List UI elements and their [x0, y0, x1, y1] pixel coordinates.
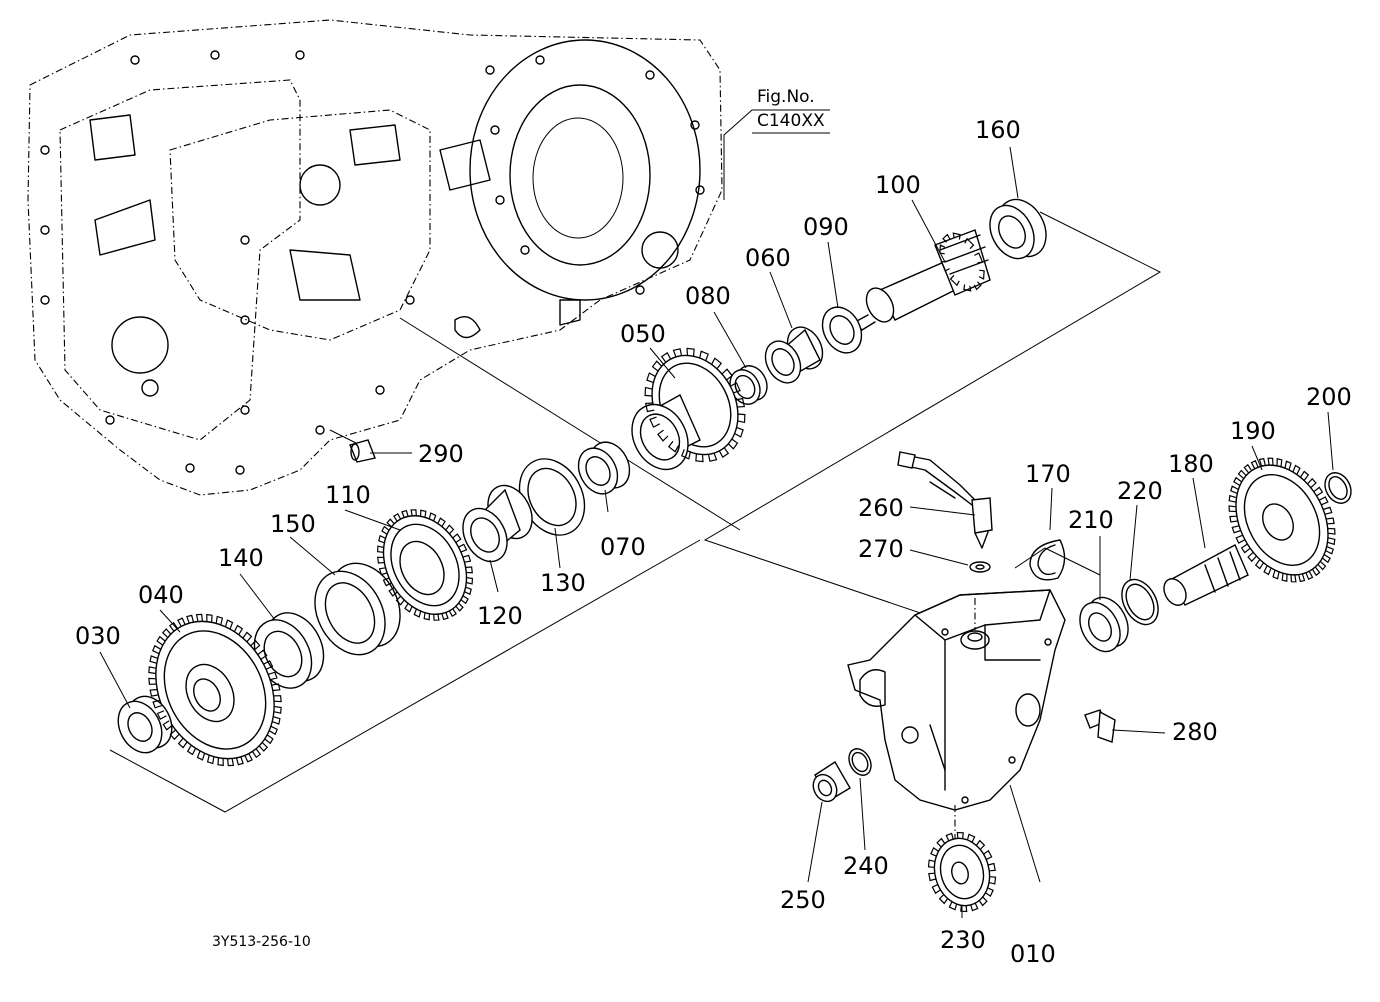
gear-040-teeth-path [148, 613, 282, 767]
leader-lines [99, 146, 1334, 918]
callout-180[interactable]: 180 [1168, 450, 1214, 478]
washer-090 [821, 306, 863, 354]
callout-290[interactable]: 290 [418, 440, 464, 468]
assembly-axis-lines [109, 211, 1162, 813]
callout-080[interactable]: 080 [685, 282, 731, 310]
gear-050 [631, 354, 739, 471]
gear-teeth [148, 232, 1336, 913]
shifter-150 [314, 562, 401, 656]
gear-190-teeth-path [1228, 457, 1336, 583]
snap-ring-220 [1121, 578, 1159, 626]
plug-280 [1084, 709, 1116, 743]
transmission-case-outline [27, 19, 723, 496]
callout-130[interactable]: 130 [540, 569, 586, 597]
gear-100-teeth [939, 232, 985, 292]
snap-ring-200 [1324, 472, 1352, 504]
part-callouts: 010 030 040 050 060 070 080 090 100 110 … [75, 116, 1352, 968]
gear-110-teeth [376, 509, 474, 621]
callout-250[interactable]: 250 [780, 886, 826, 914]
drawing-code: 3Y513-256-10 [212, 934, 311, 950]
callout-060[interactable]: 060 [745, 244, 791, 272]
shaft-100 [854, 229, 991, 331]
callout-090[interactable]: 090 [803, 213, 849, 241]
figure-reference-line2: C140XX [757, 111, 825, 131]
sensor-260 [897, 451, 993, 549]
callout-010[interactable]: 010 [1010, 940, 1056, 968]
callout-100[interactable]: 100 [875, 171, 921, 199]
callout-040[interactable]: 040 [138, 581, 184, 609]
needle-bearing-070 [577, 441, 631, 495]
thrust-washer-130 [518, 458, 586, 536]
gear-100-teeth-path [939, 232, 985, 292]
needle-bearing-060 [764, 326, 824, 384]
shaft-180 [1163, 544, 1249, 606]
gear-040 [155, 620, 275, 760]
gear-190-teeth [1228, 457, 1336, 583]
callout-210[interactable]: 210 [1068, 506, 1114, 534]
figure-reference-line1: Fig.No. [757, 87, 815, 107]
snap-ring-170 [1029, 539, 1066, 581]
housing-010 [847, 589, 1066, 840]
case-bolt-holes [40, 50, 705, 475]
callout-150[interactable]: 150 [270, 510, 316, 538]
callout-260[interactable]: 260 [858, 494, 904, 522]
pin-290 [349, 439, 376, 463]
gear-050-teeth-path [644, 347, 746, 463]
washer-270 [969, 561, 991, 573]
bushing-250 [812, 761, 851, 803]
callout-050[interactable]: 050 [620, 320, 666, 348]
figure-reference: Fig.No. C140XX [757, 87, 825, 131]
callout-200[interactable]: 200 [1306, 383, 1352, 411]
callout-170[interactable]: 170 [1025, 460, 1071, 488]
gear-230-teeth [927, 831, 997, 913]
callout-270[interactable]: 270 [858, 535, 904, 563]
ring-240 [848, 748, 872, 776]
callout-120[interactable]: 120 [477, 602, 523, 630]
callout-220[interactable]: 220 [1117, 477, 1163, 505]
callout-240[interactable]: 240 [843, 852, 889, 880]
callout-030[interactable]: 030 [75, 622, 121, 650]
bearing-160 [989, 198, 1047, 260]
gear-110-teeth-path [376, 509, 474, 621]
hub-140 [253, 612, 325, 689]
callout-140[interactable]: 140 [218, 544, 264, 572]
gear-040-teeth [148, 613, 282, 767]
bearing-210 [1079, 596, 1129, 653]
callout-070[interactable]: 070 [600, 533, 646, 561]
gear-050-teeth [644, 347, 746, 463]
bushing-120 [462, 484, 533, 563]
callout-280[interactable]: 280 [1172, 718, 1218, 746]
callout-110[interactable]: 110 [325, 481, 371, 509]
callout-190[interactable]: 190 [1230, 417, 1276, 445]
figure-reference-leader [723, 109, 830, 200]
gear-230-teeth-path [927, 831, 997, 913]
callout-230[interactable]: 230 [940, 926, 986, 954]
callout-160[interactable]: 160 [975, 116, 1021, 144]
